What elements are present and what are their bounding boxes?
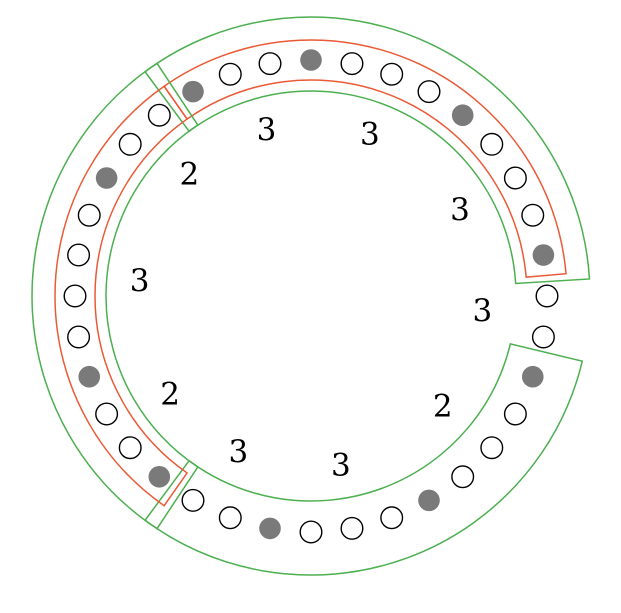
left-segment-outer — [31, 62, 199, 530]
empty-dot — [218, 62, 242, 86]
filled-dot — [78, 365, 101, 388]
empty-dot — [218, 506, 242, 530]
empty-dot — [535, 284, 559, 308]
filled-dot — [259, 517, 281, 540]
gap-label: 3 — [450, 192, 470, 228]
empty-dot — [181, 488, 205, 512]
empty-dot — [480, 436, 504, 460]
filled-dot — [532, 244, 555, 266]
gap-label: 3 — [228, 434, 248, 470]
gap-label: 2 — [180, 156, 200, 192]
filled-dot — [182, 80, 204, 103]
empty-dot — [480, 132, 504, 156]
empty-dot — [503, 402, 527, 426]
empty-dot — [95, 402, 119, 426]
gap-label: 3 — [360, 116, 380, 152]
empty-dot — [531, 325, 555, 349]
gap-labels: 3 3 3 2 3 3 2 3 2 3 — [130, 112, 492, 484]
bottom-right-segment-outer — [143, 342, 584, 576]
left-segment-inner — [54, 85, 189, 507]
gap-label: 2 — [433, 389, 453, 425]
gap-label: 3 — [257, 112, 277, 148]
empty-dot — [451, 465, 475, 489]
empty-dot — [503, 166, 527, 190]
empty-dot — [380, 62, 404, 86]
gap-label: 3 — [130, 263, 150, 299]
filled-dot — [300, 49, 322, 71]
filled-dot — [148, 465, 171, 488]
empty-dot — [380, 506, 404, 530]
empty-dot — [67, 243, 91, 267]
gap-label: 3 — [331, 447, 351, 483]
filled-dot — [418, 489, 440, 512]
filled-dot — [95, 167, 118, 189]
filled-dot — [451, 104, 474, 127]
top-right-segment-outer — [143, 16, 591, 285]
empty-dot — [77, 203, 101, 227]
empty-dot — [118, 436, 142, 460]
empty-dot — [63, 284, 87, 308]
segment-outlines — [31, 16, 591, 576]
gap-label: 2 — [160, 377, 180, 413]
empty-dot — [258, 52, 282, 76]
empty-dot — [521, 203, 545, 227]
gap-label: 3 — [472, 293, 492, 329]
empty-dot — [340, 52, 364, 76]
empty-dot — [118, 132, 142, 156]
empty-dot — [147, 103, 171, 127]
empty-dot — [299, 520, 323, 544]
ring-dots — [63, 49, 559, 544]
empty-dot — [67, 325, 91, 349]
top-right-segment-inner — [163, 39, 567, 278]
empty-dot — [417, 80, 441, 104]
empty-dot — [340, 516, 364, 540]
filled-dot — [521, 365, 544, 388]
